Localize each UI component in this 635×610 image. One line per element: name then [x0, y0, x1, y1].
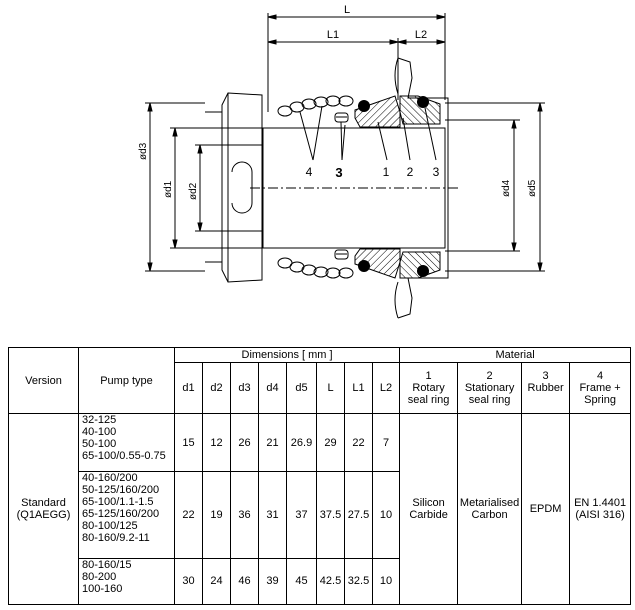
- header-d4: d4: [258, 362, 287, 415]
- header-dimensions: Dimensions [ mm ]: [173, 346, 401, 364]
- header-L1: L1: [344, 362, 373, 415]
- dim-cell: 10: [371, 557, 401, 606]
- header-d3: d3: [230, 362, 259, 415]
- dim-cell: 26.9: [286, 413, 317, 473]
- dim-label-d2: ød2: [188, 182, 199, 200]
- part-callout: 3: [433, 165, 440, 179]
- header-material-rubber: 3 Rubber: [521, 362, 571, 415]
- dim-cell: 12: [202, 413, 231, 473]
- header-version: Version: [8, 346, 79, 415]
- pump-type-cell: 32-125 40-100 50-100 65-100/0.55-0.75: [78, 413, 175, 473]
- dim-cell: 21: [258, 413, 287, 473]
- dim-cell: 7: [371, 413, 401, 473]
- dim-cell: 15: [174, 413, 203, 473]
- dim-cell: 37.5: [316, 471, 345, 559]
- dim-cell: 27.5: [344, 471, 373, 559]
- material-rotary-cell: Silicon Carbide: [399, 413, 459, 605]
- pump-type-cell: 40-160/200 50-125/160/200 65-100/1.1-1.5…: [78, 471, 175, 559]
- dim-cell: 22: [174, 471, 203, 559]
- header-d1: d1: [174, 362, 203, 415]
- dim-cell: 22: [344, 413, 373, 473]
- part-callout: 4: [306, 165, 313, 179]
- dim-label-d4: ød4: [501, 179, 512, 197]
- dim-label-L: L: [344, 4, 350, 16]
- dim-label-d1: ød1: [163, 180, 174, 198]
- pump-type-cell: 80-160/15 80-200 100-160: [78, 557, 175, 606]
- header-d5: d5: [286, 362, 317, 415]
- dim-cell: 46: [230, 557, 259, 606]
- header-pump-type: Pump type: [78, 346, 175, 415]
- dim-cell: 45: [286, 557, 317, 606]
- seal-spec-table: Version Pump type Dimensions [ mm ] Mate…: [8, 346, 632, 606]
- dim-cell: 24: [202, 557, 231, 606]
- header-material-frame-spring: 4 Frame + Spring: [569, 362, 632, 415]
- dim-cell: 32.5: [344, 557, 373, 606]
- material-rubber-cell: EPDM: [521, 413, 571, 605]
- dim-cell: 31: [258, 471, 287, 559]
- dim-cell: 10: [371, 471, 401, 559]
- header-material-rotary: 1 Rotary seal ring: [399, 362, 459, 415]
- header-L: L: [316, 362, 345, 415]
- part-callout: 3: [335, 165, 342, 180]
- dim-cell: 42.5: [316, 557, 345, 606]
- header-L2: L2: [371, 362, 401, 415]
- table-row: 40-160/200 50-125/160/200 65-100/1.1-1.5…: [9, 471, 631, 559]
- dim-label-d3: ød3: [138, 142, 149, 160]
- version-cell: Standard (Q1AEGG): [8, 413, 79, 605]
- dim-label-L2: L2: [415, 29, 427, 41]
- part-callout: 2: [407, 165, 414, 179]
- dim-label-d5: ød5: [527, 179, 538, 197]
- table-row: Standard (Q1AEGG) 32-125 40-100 50-100 6…: [8, 413, 632, 605]
- dim-cell: 37: [286, 471, 317, 559]
- material-frame-spring-cell: EN 1.4401 (AISI 316): [569, 413, 632, 605]
- dim-cell: 30: [174, 557, 203, 606]
- dim-cell: 19: [202, 471, 231, 559]
- header-d2: d2: [202, 362, 231, 415]
- dim-cell: 26: [230, 413, 259, 473]
- dim-cell: 29: [316, 413, 345, 473]
- mechanical-seal-drawing: L L1 L2 ød3 ød1 ød2 ød4 ød5 4 3 1 2 3: [138, 4, 545, 319]
- material-stationary-cell: Metarialised Carbon: [457, 413, 523, 605]
- dim-cell: 36: [230, 471, 259, 559]
- table-row: 80-160/15 80-200 100-160 30 24 46 39 45 …: [9, 557, 631, 606]
- header-material: Material: [399, 346, 632, 364]
- part-callout: 1: [383, 165, 390, 179]
- dim-cell: 39: [258, 557, 287, 606]
- header-material-stationary: 2 Stationary seal ring: [457, 362, 523, 415]
- dim-label-L1: L1: [327, 29, 339, 41]
